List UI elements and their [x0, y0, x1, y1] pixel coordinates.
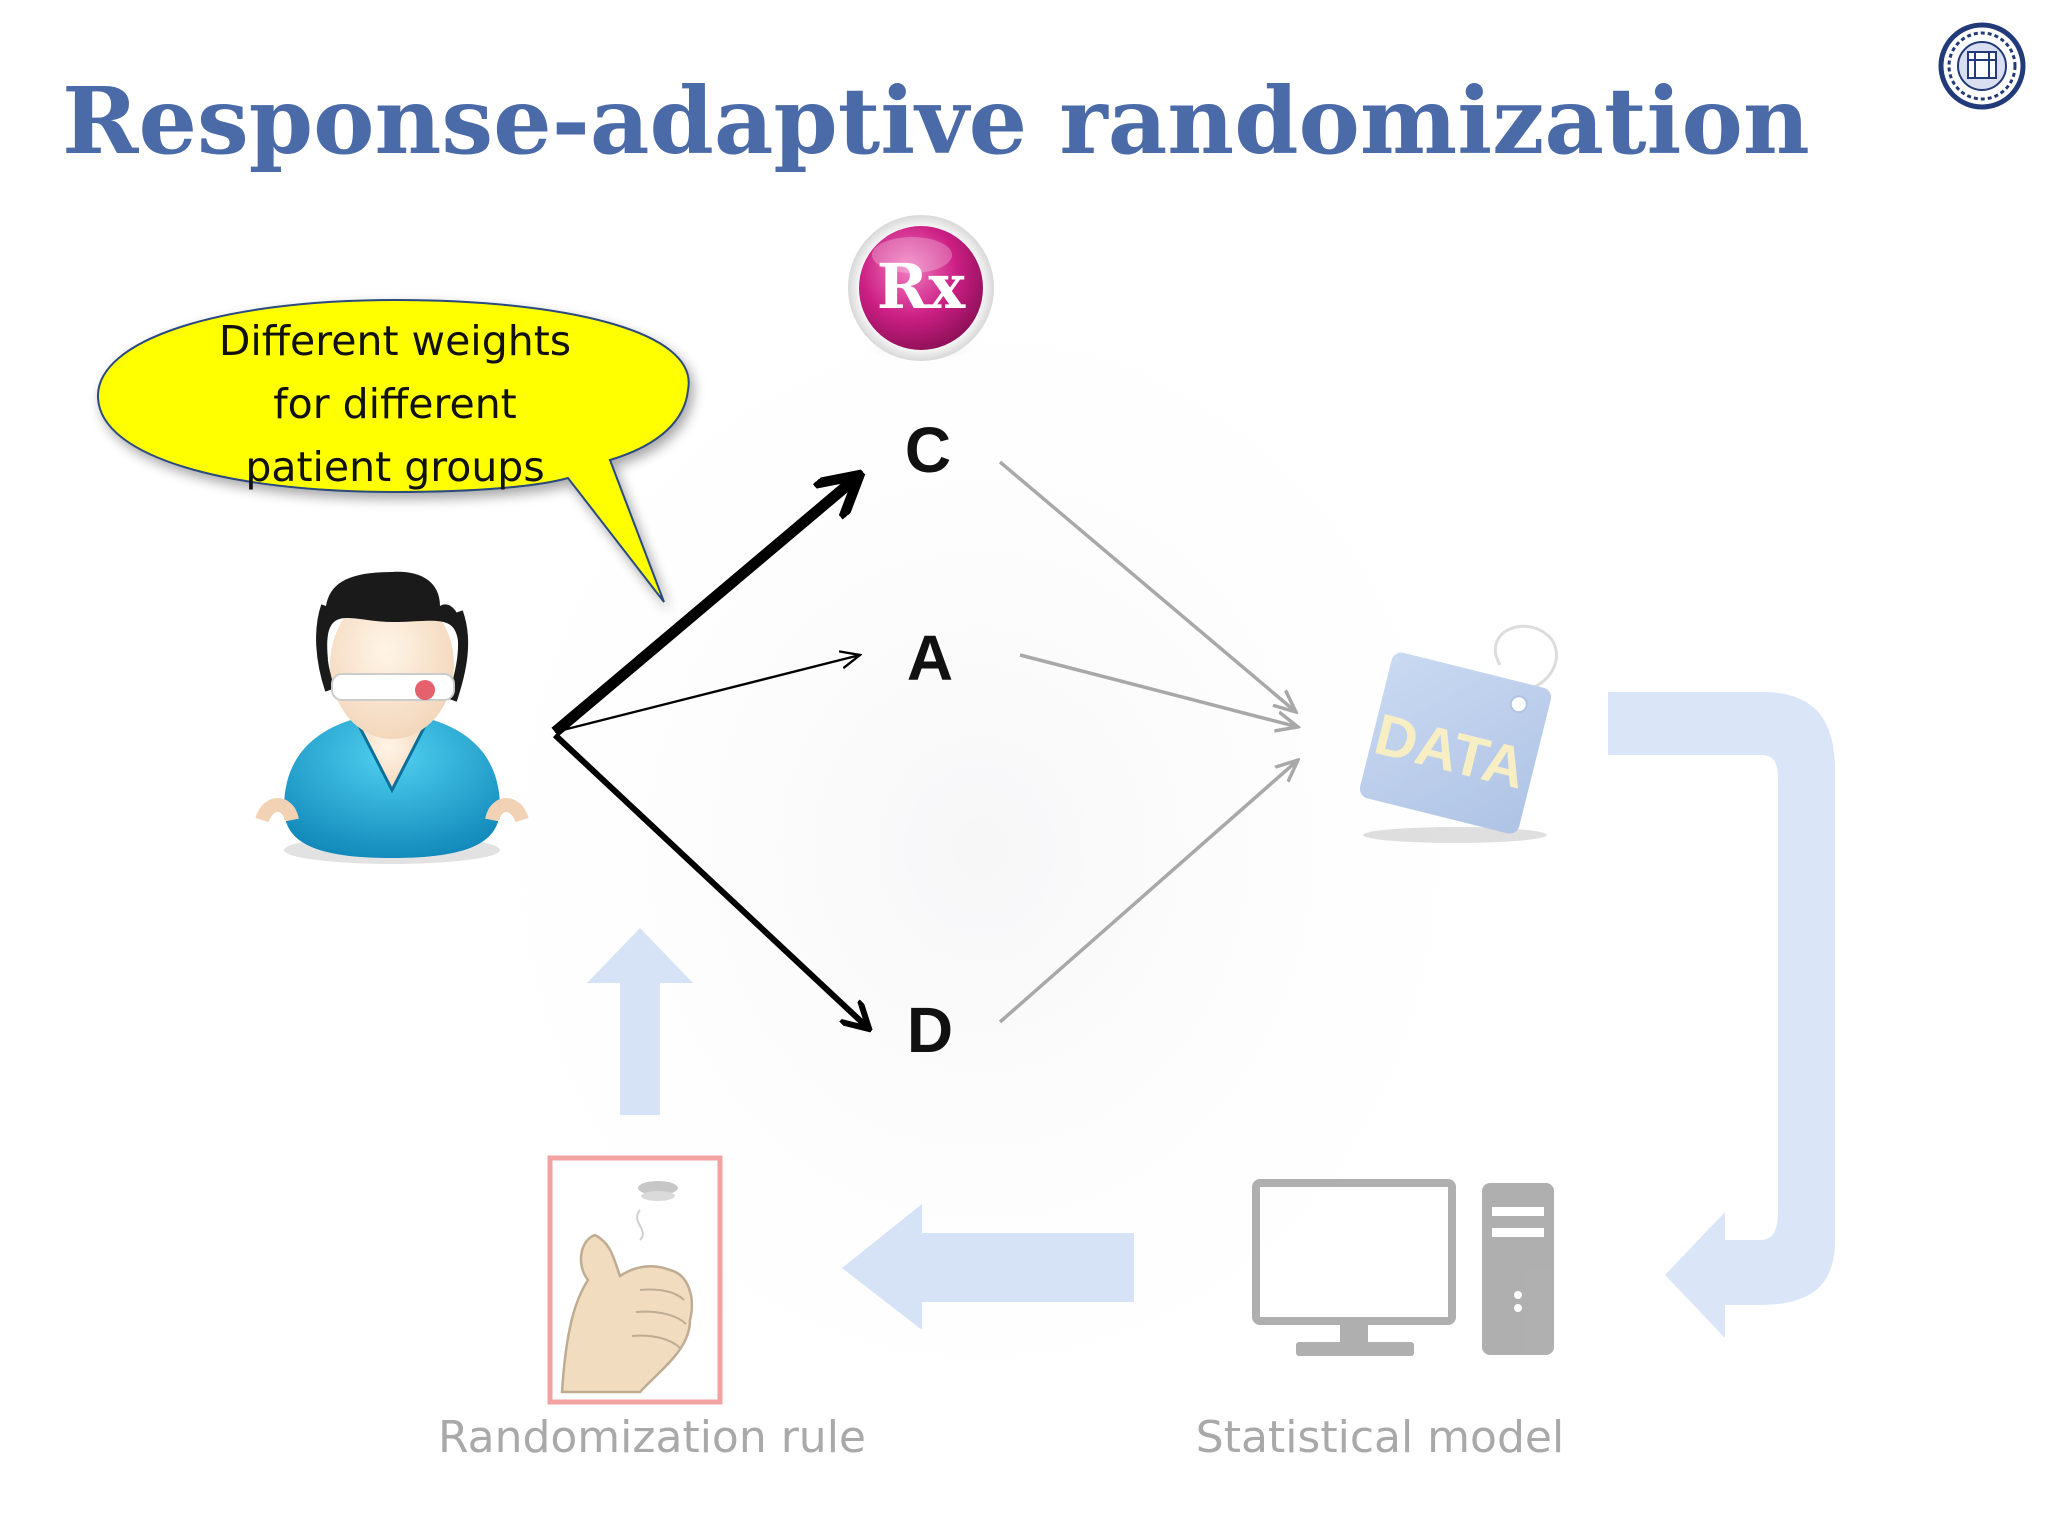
arrow-a-to-data [1019, 653, 1298, 727]
feedback-arrow-right [1608, 692, 1835, 1338]
treatment-a-label: A [907, 622, 953, 694]
data-tag-icon: DATA [1359, 624, 1558, 843]
randomization-rule-caption: Randomization rule [438, 1412, 866, 1463]
prescription-badge-icon: Rx [848, 215, 994, 362]
model-to-rule-arrow [842, 1204, 1134, 1330]
callout-line-2: for different [273, 380, 517, 428]
treatment-d-label: D [907, 994, 953, 1066]
treatment-c-label: C [905, 414, 951, 486]
patient-icon [255, 571, 529, 864]
arrow-c-to-data [998, 460, 1296, 712]
arrow-to-a [554, 655, 860, 734]
slide-title: Response-adaptive randomization [62, 67, 1810, 175]
arrow-to-c [551, 478, 856, 737]
rx-label: Rx [877, 250, 967, 323]
callout-line-1: Different weights [219, 317, 571, 365]
university-seal-icon [1938, 22, 2026, 110]
statistical-model-caption: Statistical model [1196, 1412, 1564, 1463]
callout-line-3: patient groups [245, 443, 544, 491]
thumb-coin-flip-icon [547, 1155, 723, 1405]
rule-to-patient-arrow [587, 928, 693, 1115]
computer-icon [1252, 1179, 1554, 1356]
arrow-to-d [552, 732, 867, 1027]
callout-bubble [96, 298, 690, 603]
arrow-d-to-data [998, 760, 1298, 1024]
